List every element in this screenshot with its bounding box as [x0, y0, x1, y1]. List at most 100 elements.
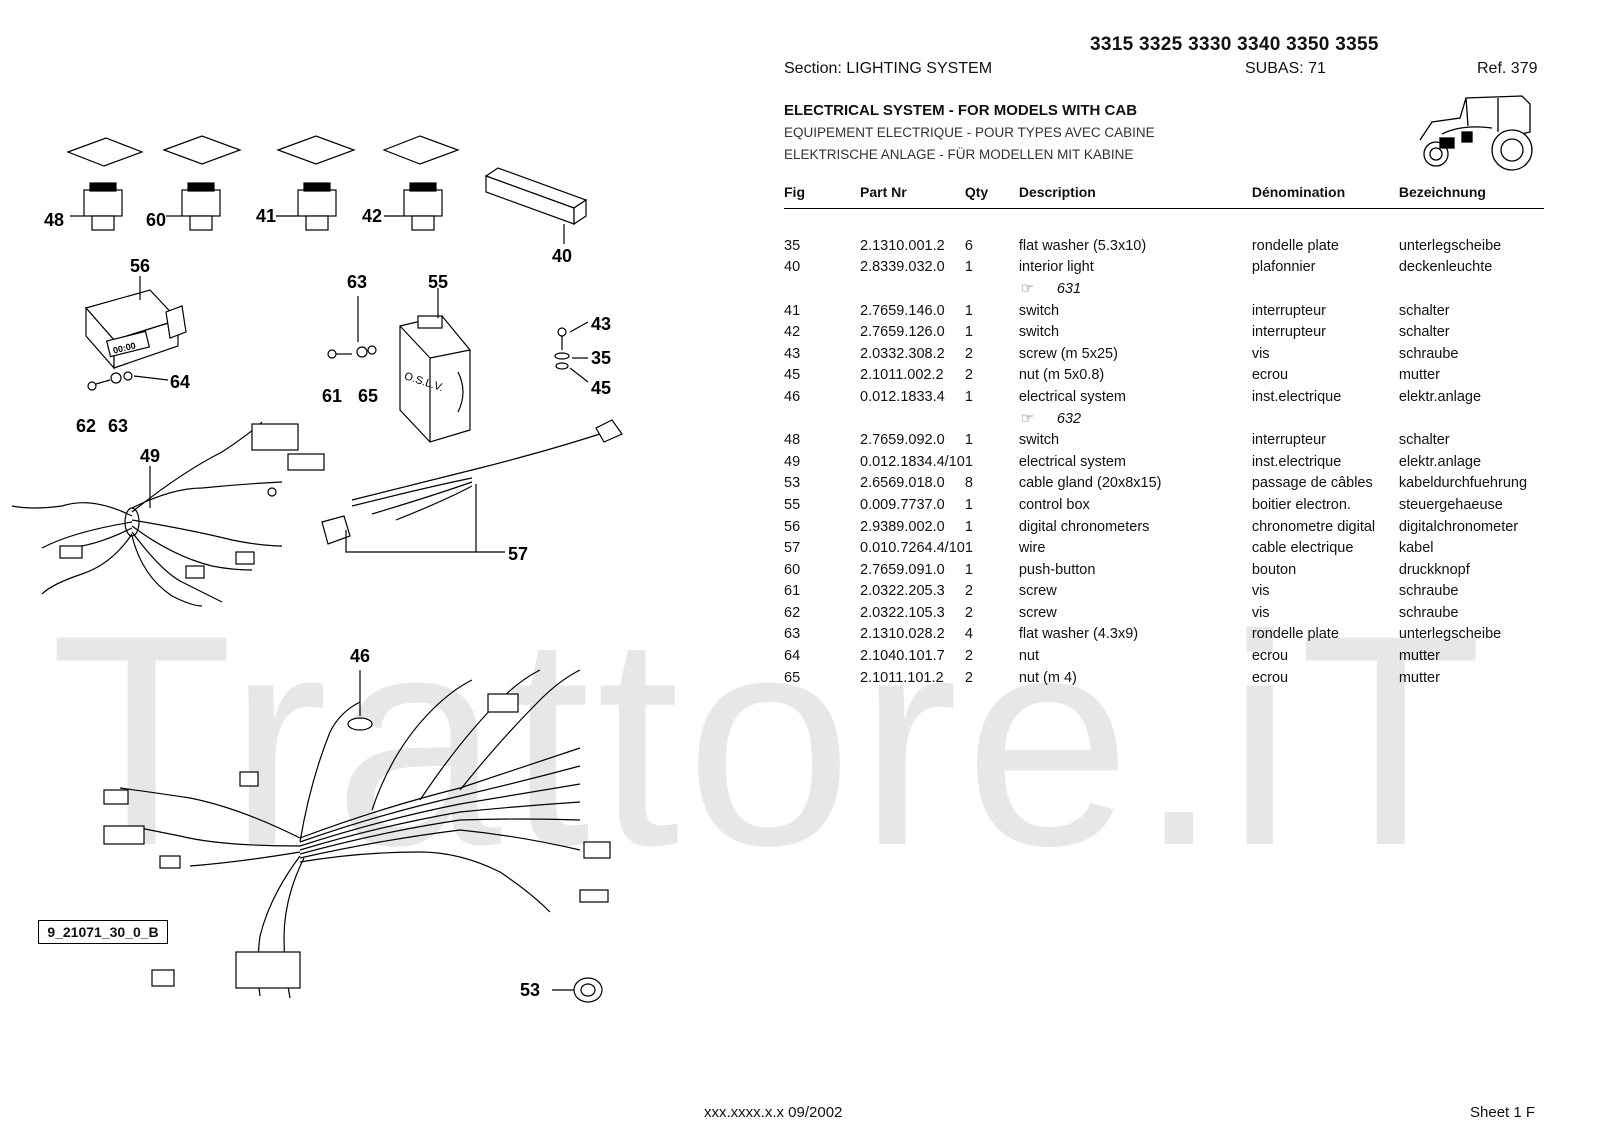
cell-desc: flat washer (5.3x10)	[1018, 237, 1147, 254]
cell-den: passage de câbles	[1251, 475, 1373, 492]
callout-35: 35	[591, 348, 611, 368]
cell-den: boitier electron.	[1251, 496, 1351, 513]
switch-42	[382, 135, 460, 231]
cell-part: 2.6569.018.0	[860, 475, 945, 492]
subas-label: SUBAS: 71	[1245, 60, 1326, 77]
hardware-43-35-45	[554, 321, 589, 383]
interior-light-40	[484, 167, 588, 244]
chronometer-56	[84, 276, 187, 370]
cell-desc: digital chronometers	[1018, 518, 1150, 535]
callout-41: 41	[256, 206, 276, 226]
cell-qty: 2	[964, 345, 973, 362]
cell-qty: 1	[964, 388, 973, 405]
cell-den: chronometre digital	[1251, 518, 1376, 535]
cell-part: 2.1011.101.2	[860, 669, 944, 686]
col-fig: Fig	[784, 180, 860, 209]
callout-43: 43	[591, 314, 611, 334]
cell-bez: unterlegscheibe	[1398, 626, 1502, 643]
callout-55: 55	[428, 272, 448, 292]
cell-qty: 1	[964, 518, 973, 535]
cell-qty: 8	[964, 475, 973, 492]
cell-fig: 53	[784, 475, 801, 492]
cell-desc: control box	[1018, 496, 1090, 513]
cell-bez: unterlegscheibe	[1398, 237, 1502, 254]
cell-part: 2.0332.308.2	[860, 345, 945, 362]
cable-gland-53	[552, 977, 603, 1003]
cell-desc: screw	[1018, 583, 1057, 600]
cell-fig: 57	[784, 540, 801, 557]
cell-qty: 2	[964, 367, 973, 384]
cell-desc: switch	[1018, 324, 1060, 341]
callout-63a: 63	[347, 272, 367, 292]
cell-bez: steuergehaeuse	[1398, 496, 1503, 513]
cell-part: 0.010.7264.4/10	[860, 540, 965, 557]
cell-part: 0.012.1834.4/10	[860, 453, 965, 470]
cell-bez: schalter	[1398, 432, 1450, 449]
cell-fig: 62	[784, 604, 801, 621]
cell-bez: deckenleuchte	[1398, 259, 1493, 276]
col-bezeichnung: Bezeichnung	[1398, 180, 1544, 209]
cell-fig: 41	[784, 302, 801, 319]
note-ref: 631	[1056, 280, 1082, 297]
cell-fig: 64	[784, 648, 801, 665]
cell-fig: 60	[784, 561, 801, 578]
cell-bez: elektr.anlage	[1398, 453, 1482, 470]
cell-bez: schraube	[1398, 345, 1459, 362]
switch-41	[276, 135, 356, 231]
cell-fig: 46	[784, 388, 801, 405]
cell-fig: 43	[784, 345, 801, 362]
footer-code: xxx.xxxx.x.x 09/2002	[704, 1104, 843, 1121]
switch-48	[66, 137, 144, 231]
cell-desc: nut (m 4)	[1018, 669, 1077, 686]
ref-label: Ref. 379	[1477, 60, 1538, 77]
cell-desc: interior light	[1018, 259, 1094, 276]
cell-part: 2.8339.032.0	[860, 259, 945, 276]
cell-qty: 1	[964, 561, 973, 578]
cell-fig: 40	[784, 259, 801, 276]
cell-qty: 4	[964, 626, 973, 643]
callout-45: 45	[591, 378, 611, 398]
cell-part: 0.009.7737.0	[860, 496, 945, 513]
cell-desc: nut	[1018, 648, 1039, 665]
cell-den: interrupteur	[1251, 302, 1326, 319]
cell-den: vis	[1251, 604, 1270, 621]
tractor-icon	[1419, 95, 1533, 171]
cell-den: rondelle plate	[1251, 237, 1339, 254]
cell-desc: switch	[1018, 302, 1060, 319]
cell-bez: mutter	[1398, 669, 1440, 686]
cell-qty: 1	[964, 496, 973, 513]
cell-fig: 42	[784, 324, 801, 341]
callout-57: 57	[508, 544, 528, 564]
callout-40: 40	[552, 246, 572, 266]
callout-53: 53	[520, 980, 540, 1000]
callout-42: 42	[362, 206, 382, 226]
cell-fig: 56	[784, 518, 801, 535]
cell-den: rondelle plate	[1251, 626, 1339, 643]
cell-part: 2.7659.146.0	[860, 302, 945, 319]
cell-desc: cable gland (20x8x15)	[1018, 475, 1162, 492]
cell-den: plafonnier	[1251, 259, 1316, 276]
cell-desc: screw	[1018, 604, 1057, 621]
cell-bez: kabeldurchfuehrung	[1398, 475, 1528, 492]
hardware-62-63-64	[87, 371, 169, 391]
cell-part: 2.0322.205.3	[860, 583, 945, 600]
callout-62: 62	[76, 416, 96, 436]
callout-46: 46	[350, 646, 370, 666]
cell-part: 2.7659.126.0	[860, 324, 945, 341]
cell-den: vis	[1251, 583, 1270, 600]
note-ref: 632	[1056, 410, 1082, 427]
cell-desc: push-button	[1018, 561, 1096, 578]
cell-fig: 65	[784, 669, 801, 686]
